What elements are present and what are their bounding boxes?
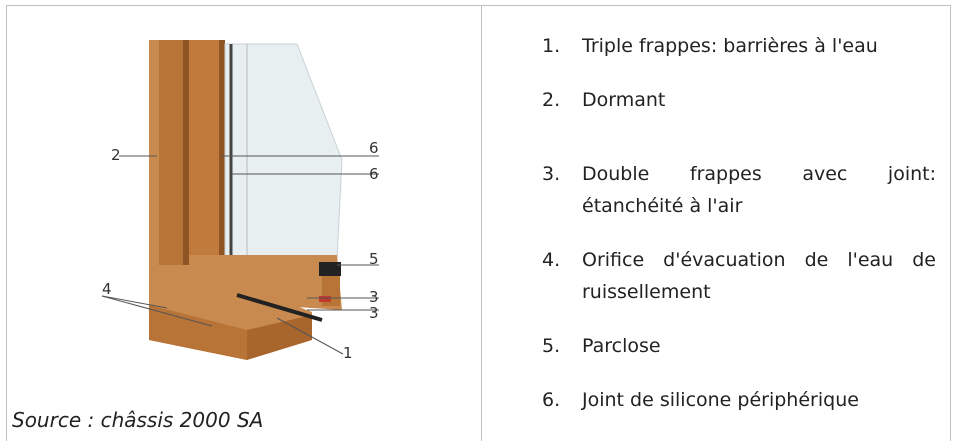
figure-callouts: 2 6 6 5 3 3 4 1	[101, 139, 379, 362]
label-4: 4	[102, 280, 112, 298]
glass-pane	[224, 43, 343, 261]
figure-cell: 2 6 6 5 3 3 4 1 Source : châssis 2000 SA	[7, 6, 481, 440]
label-6b: 6	[369, 165, 379, 183]
legend-cell: 1. Triple frappes: barrières à l'eau 2. …	[542, 35, 936, 411]
window-frame-illustration	[149, 40, 343, 360]
label-3a: 3	[369, 288, 379, 306]
label-2: 2	[111, 146, 121, 164]
label-5: 5	[369, 250, 379, 268]
label-6a: 6	[369, 139, 379, 157]
content-table	[6, 5, 951, 441]
source-caption: Source : châssis 2000 SA	[12, 408, 264, 432]
label-3b: 3	[369, 304, 379, 322]
column-divider	[481, 5, 482, 441]
label-1: 1	[343, 344, 353, 362]
